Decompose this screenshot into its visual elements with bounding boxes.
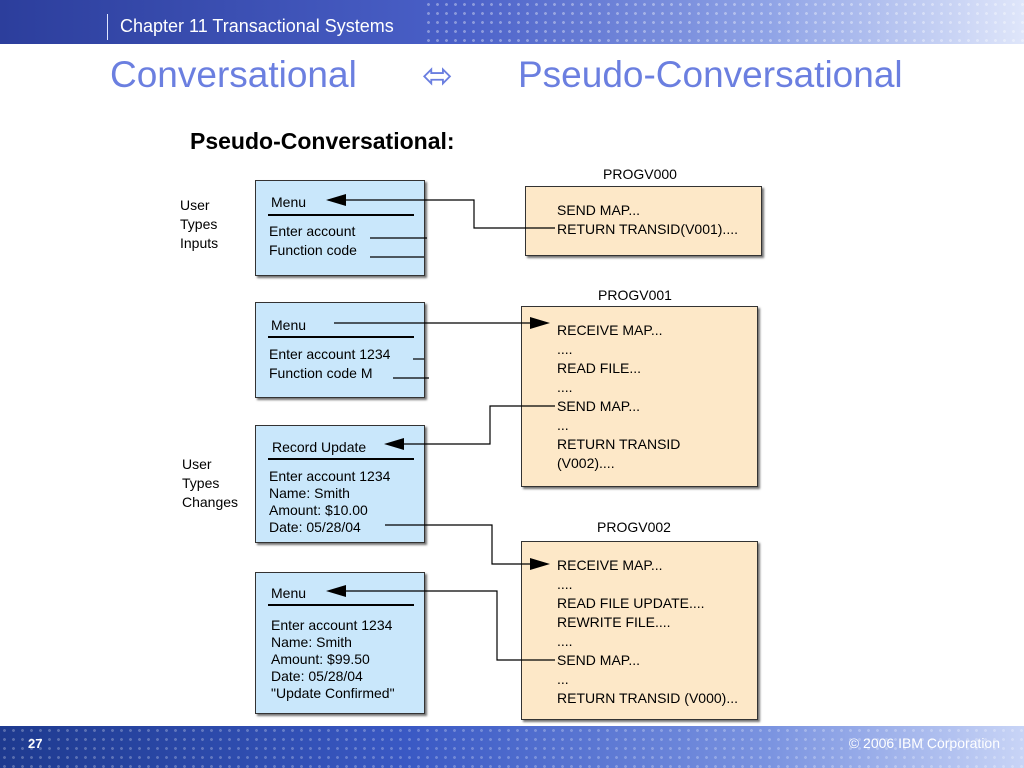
screen-title: Menu bbox=[271, 194, 307, 210]
program-line: .... bbox=[557, 379, 573, 395]
screen-line: Function code bbox=[269, 242, 357, 258]
side-label-line: User bbox=[182, 456, 212, 472]
screen-menu-confirmed: Menu Enter account 1234 Name: Smith Amou… bbox=[255, 572, 425, 714]
program-label-progv000: PROGV000 bbox=[603, 166, 677, 182]
side-label-line: Changes bbox=[182, 494, 239, 510]
screen-title: Menu bbox=[271, 317, 307, 333]
program-line: READ FILE UPDATE.... bbox=[557, 595, 705, 611]
screen-line: Enter account 1234 bbox=[269, 346, 391, 362]
header-separator bbox=[107, 14, 108, 40]
screen-menu-2: Menu Enter account 1234 Function code M bbox=[255, 302, 425, 398]
program-line: RETURN TRANSID (V000)... bbox=[557, 690, 738, 706]
chapter-title: Chapter 11 Transactional Systems bbox=[120, 16, 394, 36]
screen-line: Amount: $10.00 bbox=[269, 502, 368, 518]
program-line: SEND MAP... bbox=[557, 652, 640, 668]
screen-line: Name: Smith bbox=[271, 634, 352, 650]
program-line: REWRITE FILE.... bbox=[557, 614, 671, 630]
page-number: 27 bbox=[28, 736, 43, 751]
program-line: .... bbox=[557, 341, 573, 357]
screen-title: Menu bbox=[271, 585, 307, 601]
program-box-progv001: RECEIVE MAP... .... READ FILE... .... SE… bbox=[521, 306, 758, 487]
program-line: .... bbox=[557, 576, 573, 592]
screen-line: Enter account bbox=[269, 223, 356, 239]
program-label-progv002: PROGV002 bbox=[597, 519, 671, 535]
footer-pattern bbox=[0, 726, 1024, 768]
side-label-line: User bbox=[180, 197, 210, 213]
program-line: RETURN TRANSID bbox=[557, 436, 681, 452]
program-line: RECEIVE MAP... bbox=[557, 322, 663, 338]
screen-line: Enter account 1234 bbox=[271, 617, 393, 633]
program-box-progv002: RECEIVE MAP... .... READ FILE UPDATE....… bbox=[521, 541, 758, 720]
side-label-inputs: User Types Inputs bbox=[180, 196, 218, 253]
program-line: ... bbox=[557, 417, 569, 433]
section-subtitle: Pseudo-Conversational: bbox=[190, 128, 455, 154]
screen-line: "Update Confirmed" bbox=[271, 685, 395, 701]
screen-menu-1: Menu Enter account Function code bbox=[255, 180, 425, 276]
program-line: .... bbox=[557, 633, 573, 649]
screen-line: Name: Smith bbox=[269, 485, 350, 501]
screen-line: Amount: $99.50 bbox=[271, 651, 370, 667]
side-label-line: Types bbox=[180, 216, 218, 232]
program-line: ... bbox=[557, 671, 569, 687]
header-bar: Chapter 11 Transactional Systems bbox=[0, 0, 1024, 44]
program-line: RETURN TRANSID(V001).... bbox=[557, 221, 738, 237]
program-line: RECEIVE MAP... bbox=[557, 557, 663, 573]
copyright-text: © 2006 IBM Corporation bbox=[848, 735, 1000, 751]
screen-record-update: Record Update Enter account 1234 Name: S… bbox=[255, 425, 425, 543]
program-line: SEND MAP... bbox=[557, 398, 640, 414]
footer-bar: 27 © 2006 IBM Corporation bbox=[0, 726, 1024, 768]
title-pseudo-conversational: Pseudo-Conversational bbox=[518, 54, 903, 95]
side-label-line: Types bbox=[182, 475, 220, 491]
screen-line: Function code M bbox=[269, 365, 373, 381]
program-line: (V002).... bbox=[557, 455, 615, 471]
side-label-line: Inputs bbox=[180, 235, 219, 251]
program-line: READ FILE... bbox=[557, 360, 642, 376]
screen-line: Enter account 1234 bbox=[269, 468, 391, 484]
title-conversational: Conversational bbox=[110, 54, 357, 95]
header-pattern bbox=[424, 0, 1024, 44]
program-box-progv000: SEND MAP... RETURN TRANSID(V001).... bbox=[525, 186, 762, 256]
program-line: SEND MAP... bbox=[557, 202, 640, 218]
program-label-progv001: PROGV001 bbox=[598, 287, 672, 303]
screen-line: Date: 05/28/04 bbox=[269, 519, 361, 535]
screen-line: Date: 05/28/04 bbox=[271, 668, 363, 684]
screen-title: Record Update bbox=[272, 439, 367, 455]
side-label-changes: User Types Changes bbox=[182, 455, 238, 512]
double-arrow-icon: ⬄ bbox=[422, 55, 454, 96]
